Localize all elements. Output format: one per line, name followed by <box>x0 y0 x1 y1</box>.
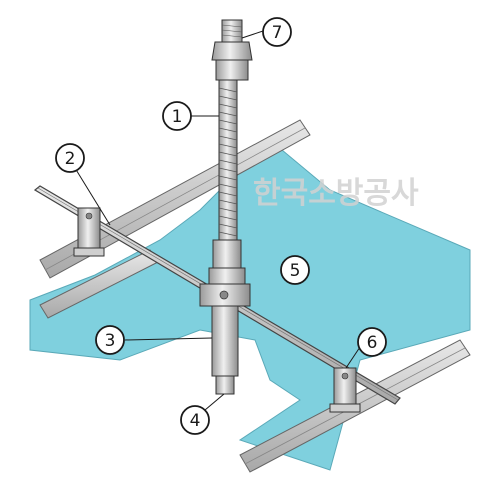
svg-text:1: 1 <box>172 107 183 127</box>
top-fitting <box>211 19 253 81</box>
svg-text:3: 3 <box>105 331 116 351</box>
sprinkler-head <box>215 375 235 395</box>
svg-text:4: 4 <box>190 411 201 431</box>
callout-5: 5 <box>280 255 310 285</box>
callout-6: 6 <box>357 327 387 357</box>
watermark: 한국소방공사 <box>253 176 419 211</box>
bracket-left <box>73 207 105 257</box>
callout-3: 3 <box>95 325 125 355</box>
flexible-hose <box>218 79 238 246</box>
svg-text:7: 7 <box>272 23 283 43</box>
lower-fitting <box>199 239 251 307</box>
leader-line-7 <box>241 29 267 39</box>
callout-2: 2 <box>55 143 85 173</box>
leader-line-4 <box>204 393 225 411</box>
callout-7: 7 <box>262 17 292 47</box>
callout-4: 4 <box>180 405 210 435</box>
drop-nipple <box>211 305 239 377</box>
svg-text:5: 5 <box>290 261 301 281</box>
leader-line-2 <box>74 167 111 226</box>
bracket-right <box>329 367 361 413</box>
svg-text:2: 2 <box>65 149 76 169</box>
callout-1: 1 <box>162 101 192 131</box>
leader-line-3 <box>124 337 213 341</box>
svg-text:6: 6 <box>367 333 378 353</box>
